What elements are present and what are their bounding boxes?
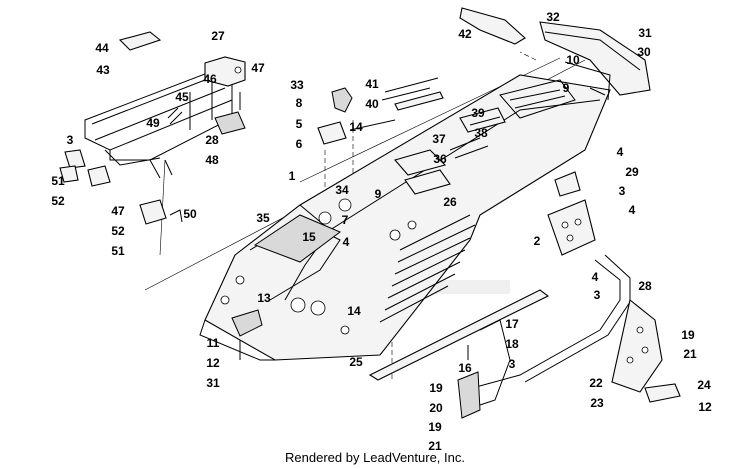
- callout-21: 21: [683, 347, 697, 361]
- callout-3: 3: [618, 184, 626, 198]
- callout-47: 47: [251, 61, 265, 75]
- callout-46: 46: [203, 72, 217, 86]
- callout-27: 27: [211, 29, 225, 43]
- callout-40: 40: [365, 97, 379, 111]
- callout-21: 21: [428, 439, 442, 453]
- callout-12: 12: [206, 356, 220, 370]
- callout-34: 34: [335, 183, 349, 197]
- callout-5: 5: [295, 117, 303, 131]
- callout-3: 3: [508, 357, 516, 371]
- callout-4: 4: [591, 270, 599, 284]
- callout-37: 37: [432, 132, 446, 146]
- callout-4: 4: [616, 145, 624, 159]
- callout-39: 39: [471, 106, 485, 120]
- callout-51: 51: [51, 174, 65, 188]
- small-left-parts: [231, 309, 263, 360]
- footrest-brackets: [368, 171, 681, 419]
- callout-29: 29: [625, 165, 639, 179]
- callout-9: 9: [562, 81, 570, 95]
- rear-flap-parts: [459, 7, 651, 101]
- callout-51: 51: [111, 244, 125, 258]
- callout-10: 10: [566, 53, 580, 67]
- callout-33: 33: [290, 78, 304, 92]
- callout-19: 19: [681, 328, 695, 342]
- center-upper-parts: [317, 77, 444, 145]
- callout-1: 1: [288, 169, 296, 183]
- callout-7: 7: [341, 213, 349, 227]
- callout-3: 3: [66, 133, 74, 147]
- callout-17: 17: [505, 317, 519, 331]
- callout-18: 18: [505, 337, 519, 351]
- callout-45: 45: [175, 90, 189, 104]
- callout-3: 3: [593, 288, 601, 302]
- callout-44: 44: [95, 41, 109, 55]
- callout-35: 35: [256, 211, 270, 225]
- callout-30: 30: [637, 45, 651, 59]
- callout-22: 22: [589, 376, 603, 390]
- callout-4: 4: [342, 235, 350, 249]
- callout-32: 32: [546, 10, 560, 24]
- callout-52: 52: [111, 224, 125, 238]
- callout-52: 52: [51, 194, 65, 208]
- clip-parts-left: [59, 149, 183, 225]
- callout-16: 16: [458, 361, 472, 375]
- callout-25: 25: [349, 355, 363, 369]
- callout-49: 49: [146, 116, 160, 130]
- chassis-tunnel: [199, 74, 611, 361]
- callout-26: 26: [443, 195, 457, 209]
- callout-43: 43: [96, 63, 110, 77]
- callout-15: 15: [302, 230, 316, 244]
- callout-31: 31: [206, 376, 220, 390]
- callout-38: 38: [474, 126, 488, 140]
- callout-24: 24: [697, 378, 711, 392]
- callout-12: 12: [698, 400, 712, 414]
- callout-19: 19: [428, 420, 442, 434]
- callout-4: 4: [628, 203, 636, 217]
- credit-text: Rendered by LeadVenture, Inc.: [285, 450, 465, 465]
- callout-14: 14: [349, 120, 363, 134]
- callout-36: 36: [433, 152, 447, 166]
- callout-14: 14: [347, 304, 361, 318]
- callout-48: 48: [205, 153, 219, 167]
- callout-8: 8: [295, 96, 303, 110]
- callout-28: 28: [205, 133, 219, 147]
- callout-19: 19: [429, 381, 443, 395]
- callout-42: 42: [458, 27, 472, 41]
- callout-28: 28: [638, 279, 652, 293]
- callout-13: 13: [257, 291, 271, 305]
- callout-6: 6: [295, 137, 303, 151]
- callout-11: 11: [206, 336, 220, 350]
- rear-rack-assembly: [84, 31, 246, 179]
- callout-23: 23: [590, 396, 604, 410]
- callout-20: 20: [429, 401, 443, 415]
- callout-2: 2: [533, 234, 541, 248]
- callout-31: 31: [638, 26, 652, 40]
- callout-47: 47: [111, 204, 125, 218]
- callout-50: 50: [183, 207, 197, 221]
- callout-9: 9: [374, 187, 382, 201]
- callout-41: 41: [365, 77, 379, 91]
